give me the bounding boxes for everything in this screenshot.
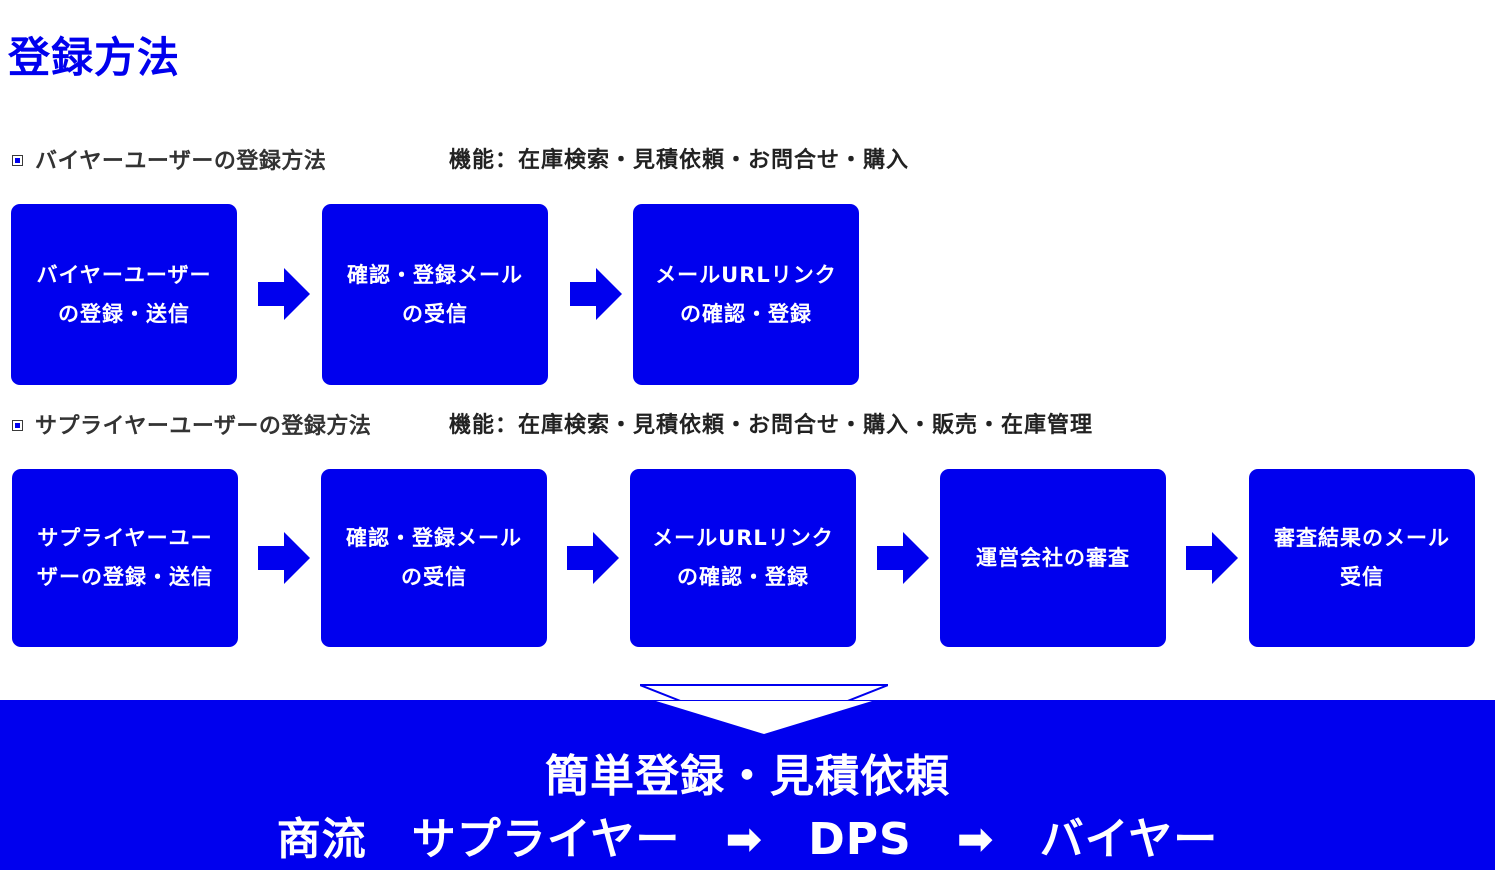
chevron-down-icon bbox=[639, 684, 889, 740]
right-arrow-icon bbox=[258, 268, 310, 320]
step-label: の登録・送信 bbox=[57, 301, 190, 326]
buyer-step-confirm-mail: 確認・登録メール の受信 bbox=[322, 204, 548, 385]
page-title: 登録方法 bbox=[8, 33, 181, 82]
buyer-features: 機能：在庫検索・見積依頼・お問合せ・購入 bbox=[449, 148, 910, 173]
square-bullet-icon bbox=[12, 154, 23, 166]
supplier-step-url-link: メールURLリンク の確認・登録 bbox=[630, 469, 856, 647]
buyer-section-header: バイヤーユーザーの登録方法 bbox=[12, 144, 326, 174]
step-label: ザーの登録・送信 bbox=[37, 565, 213, 589]
supplier-section-title: サプライヤーユーザーの登録方法 bbox=[35, 414, 372, 439]
supplier-step-result-mail: 審査結果のメール 受信 bbox=[1249, 469, 1475, 647]
step-label: の受信 bbox=[402, 301, 468, 326]
step-label: サプライヤーユー bbox=[37, 526, 213, 550]
step-label: 運営会社の審査 bbox=[976, 545, 1130, 570]
supplier-step-register: サプライヤーユー ザーの登録・送信 bbox=[12, 469, 238, 647]
supplier-section-header: サプライヤーユーザーの登録方法 bbox=[12, 409, 371, 439]
buyer-step-url-link: メールURLリンク の確認・登録 bbox=[633, 204, 859, 385]
right-arrow-icon bbox=[258, 532, 310, 584]
right-arrow-icon bbox=[570, 268, 622, 320]
step-label: メールURLリンク bbox=[655, 262, 837, 287]
step-label: の受信 bbox=[401, 565, 467, 589]
step-label: 審査結果のメール bbox=[1274, 526, 1450, 550]
step-label: メールURLリンク bbox=[652, 526, 834, 550]
summary-commerce-flow: 商流 サプライヤー ➡ DPS ➡ バイヤー bbox=[276, 814, 1219, 865]
summary-headline: 簡単登録・見積依頼 bbox=[545, 751, 950, 802]
right-arrow-icon bbox=[1186, 532, 1238, 584]
supplier-step-confirm-mail: 確認・登録メール の受信 bbox=[321, 469, 547, 647]
square-bullet-icon bbox=[12, 419, 23, 431]
step-label: の確認・登録 bbox=[676, 565, 809, 589]
step-label: の確認・登録 bbox=[679, 301, 812, 326]
step-label: 確認・登録メール bbox=[346, 526, 522, 550]
step-label: 受信 bbox=[1340, 565, 1384, 589]
right-arrow-icon bbox=[567, 532, 619, 584]
buyer-step-register: バイヤーユーザー の登録・送信 bbox=[11, 204, 237, 385]
right-arrow-icon bbox=[877, 532, 929, 584]
buyer-section-title: バイヤーユーザーの登録方法 bbox=[35, 149, 327, 174]
supplier-step-review: 運営会社の審査 bbox=[940, 469, 1166, 647]
step-label: バイヤーユーザー bbox=[36, 262, 212, 287]
step-label: 確認・登録メール bbox=[347, 262, 523, 287]
supplier-features: 機能：在庫検索・見積依頼・お問合せ・購入・販売・在庫管理 bbox=[449, 413, 1094, 438]
